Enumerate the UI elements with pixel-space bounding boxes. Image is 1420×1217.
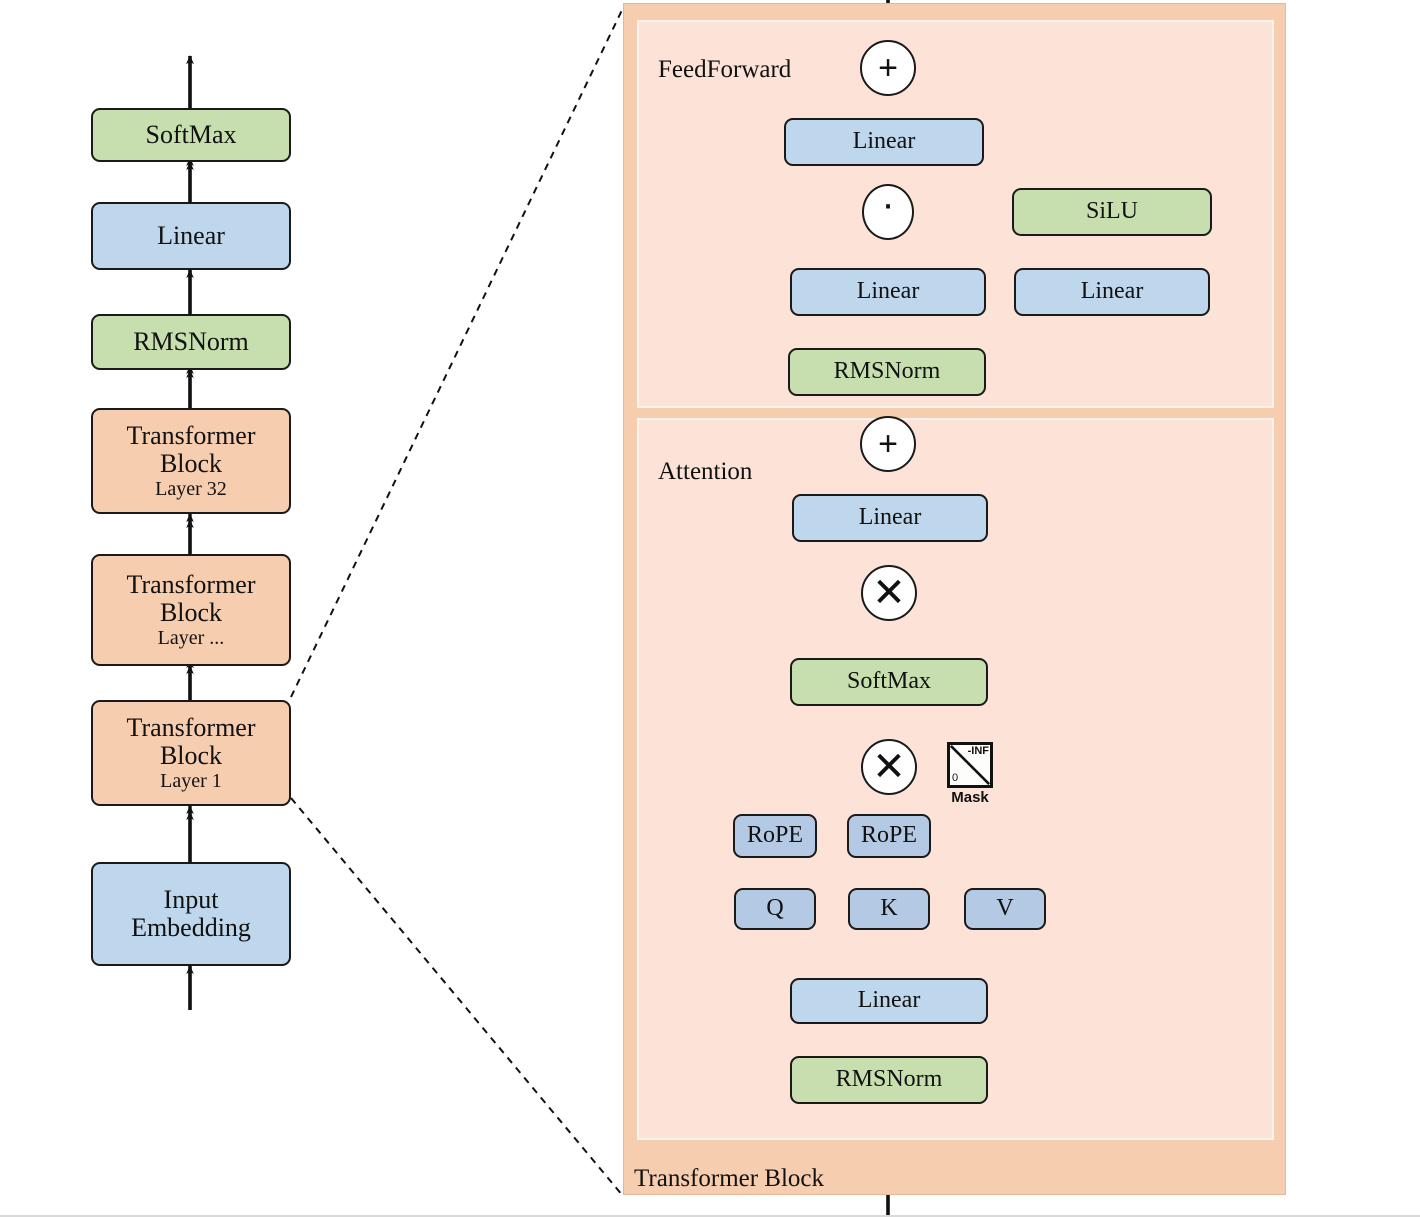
ff-linear-gate[interactable]: Linear	[790, 268, 986, 316]
add-symbol: +	[878, 425, 898, 463]
add-symbol: +	[878, 49, 898, 87]
attn-linear-out[interactable]: Linear	[792, 494, 988, 542]
attn-rope-q[interactable]: RoPE	[733, 814, 817, 858]
node-label-line2: Block	[159, 448, 223, 478]
mask-upper-value: -INF	[967, 745, 989, 757]
causal-mask-icon: -INF 0	[947, 742, 993, 788]
node-sublabel: Layer 32	[155, 477, 227, 500]
stack-node-input-embedding[interactable]: Input Embedding	[91, 862, 291, 966]
attn-rmsnorm[interactable]: RMSNorm	[790, 1056, 988, 1104]
stack-node-transformer-block-1[interactable]: Transformer Block Layer 1	[91, 700, 291, 806]
node-label-line1: Transformer	[126, 420, 256, 450]
matmul-symbol: ✕	[872, 571, 906, 615]
feedforward-add-op[interactable]: +	[860, 40, 916, 96]
node-sublabel: Layer 1	[160, 769, 222, 792]
ff-rmsnorm[interactable]: RMSNorm	[788, 348, 986, 396]
attn-k[interactable]: K	[848, 888, 930, 930]
node-label-line2: Block	[159, 740, 223, 770]
ff-linear-down[interactable]: Linear	[784, 118, 984, 166]
node-label-line1: Transformer	[126, 569, 256, 599]
node-label: Linear	[857, 987, 921, 1014]
node-label: SoftMax	[847, 668, 931, 695]
node-label: SiLU	[1085, 198, 1138, 225]
attn-rope-k[interactable]: RoPE	[847, 814, 931, 858]
stack-node-transformer-block-mid[interactable]: Transformer Block Layer ...	[91, 554, 291, 666]
stack-node-linear[interactable]: Linear	[91, 202, 291, 270]
attn-softmax[interactable]: SoftMax	[790, 658, 988, 706]
node-label-line1: Input	[163, 884, 219, 914]
node-label: RoPE	[746, 822, 803, 849]
node-label: RMSNorm	[133, 326, 249, 356]
node-sublabel: Layer ...	[157, 626, 225, 649]
node-label: K	[880, 895, 898, 922]
mask-diagonal	[950, 745, 990, 785]
mask-caption: Mask	[951, 789, 989, 806]
node-label: RMSNorm	[835, 1066, 943, 1093]
node-label-line1: Transformer	[126, 712, 256, 742]
node-label: V	[996, 895, 1014, 922]
node-label-line2: Embedding	[131, 913, 251, 942]
stack-node-transformer-block-32[interactable]: Transformer Block Layer 32	[91, 408, 291, 514]
attention-matmul-qk-op[interactable]: ✕	[861, 739, 917, 795]
stack-node-rmsnorm[interactable]: RMSNorm	[91, 314, 291, 370]
attn-v[interactable]: V	[964, 888, 1046, 930]
node-label: Q	[766, 895, 784, 922]
node-label: Linear	[157, 220, 225, 250]
attention-add-op[interactable]: +	[860, 416, 916, 472]
node-label: RMSNorm	[833, 358, 941, 385]
ff-silu[interactable]: SiLU	[1012, 188, 1212, 236]
stack-node-softmax[interactable]: SoftMax	[91, 108, 291, 162]
node-label: SoftMax	[145, 119, 237, 149]
feedforward-multiply-op[interactable]: ·	[862, 184, 914, 240]
feedforward-section-label: FeedForward	[658, 56, 792, 83]
transformer-block-panel-label: Transformer Block	[634, 1165, 825, 1192]
attn-linear-qkv[interactable]: Linear	[790, 978, 988, 1024]
matmul-symbol: ✕	[872, 745, 906, 789]
node-label: Linear	[856, 278, 920, 305]
page-bottom-rule	[0, 1215, 1420, 1217]
node-label: Linear	[852, 128, 916, 155]
attn-q[interactable]: Q	[734, 888, 816, 930]
attention-section-label: Attention	[658, 458, 753, 485]
node-label-line2: Block	[159, 597, 223, 627]
ff-linear-up[interactable]: Linear	[1014, 268, 1210, 316]
multiply-symbol: ·	[881, 182, 895, 226]
node-label: Linear	[1080, 278, 1144, 305]
node-label: Linear	[858, 504, 922, 531]
mask-lower-value: 0	[952, 772, 959, 784]
node-label: RoPE	[860, 822, 917, 849]
attention-matmul-av-op[interactable]: ✕	[861, 565, 917, 621]
